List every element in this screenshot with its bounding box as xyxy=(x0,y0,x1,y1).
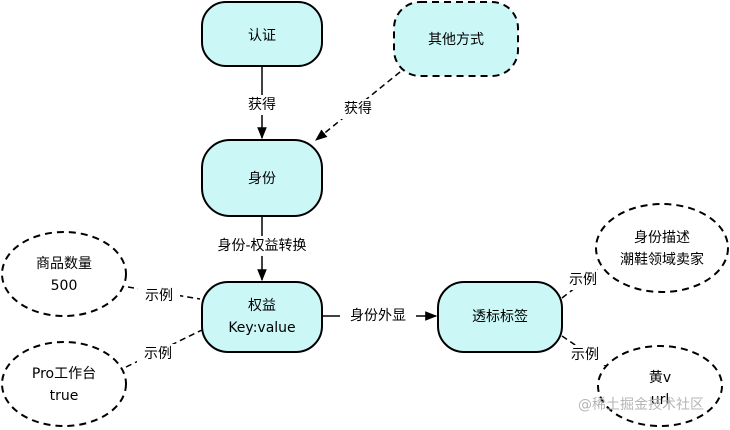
edge-label-identity-rights: 身份-权益转换 xyxy=(217,237,306,254)
node-other-methods: 其他方式 xyxy=(393,1,519,77)
node-identity: 身份 xyxy=(201,139,323,217)
edge-label-example-desc: 示例 xyxy=(569,272,597,288)
node-identity-label: 身份 xyxy=(248,171,276,187)
node-product-count-label-1: 商品数量 xyxy=(36,256,92,272)
node-transparent-tag-label: 透标标签 xyxy=(472,308,528,325)
node-identity-desc-label-2: 潮鞋领域卖家 xyxy=(620,251,704,268)
node-pro-workbench: Pro工作台 true xyxy=(1,341,127,427)
node-yellow-v-label-1: 黄v xyxy=(649,369,671,386)
node-auth: 认证 xyxy=(201,1,323,67)
node-rights-label-1: 权益 xyxy=(248,298,276,314)
node-product-count: 商品数量 500 xyxy=(1,231,127,317)
watermark: @稀土掘金技术社区 xyxy=(578,397,704,413)
node-auth-label: 认证 xyxy=(248,28,276,44)
node-identity-desc: 身份描述 潮鞋领域卖家 xyxy=(595,203,729,293)
node-rights-label-2: Key:value xyxy=(228,320,295,336)
node-pro-workbench-label-2: true xyxy=(50,388,79,404)
edge-label-other-gain: 获得 xyxy=(344,100,372,117)
node-identity-desc-label-1: 身份描述 xyxy=(634,230,690,246)
node-yellow-v: 黄v url xyxy=(597,345,723,427)
node-rights: 权益 Key:value xyxy=(201,281,323,353)
edge-label-example-yellow: 示例 xyxy=(571,347,599,363)
edge-label-display: 身份外显 xyxy=(350,308,406,324)
node-yellow-v-label-2: url xyxy=(651,392,670,408)
node-other-methods-label: 其他方式 xyxy=(428,32,484,48)
node-transparent-tag: 透标标签 xyxy=(437,281,563,353)
node-product-count-label-2: 500 xyxy=(51,278,78,294)
node-pro-workbench-label-1: Pro工作台 xyxy=(32,366,96,382)
edge-label-example-pro: 示例 xyxy=(144,346,172,362)
edge-label-auth-gain: 获得 xyxy=(248,96,276,113)
edge-label-example-product: 示例 xyxy=(145,288,173,304)
